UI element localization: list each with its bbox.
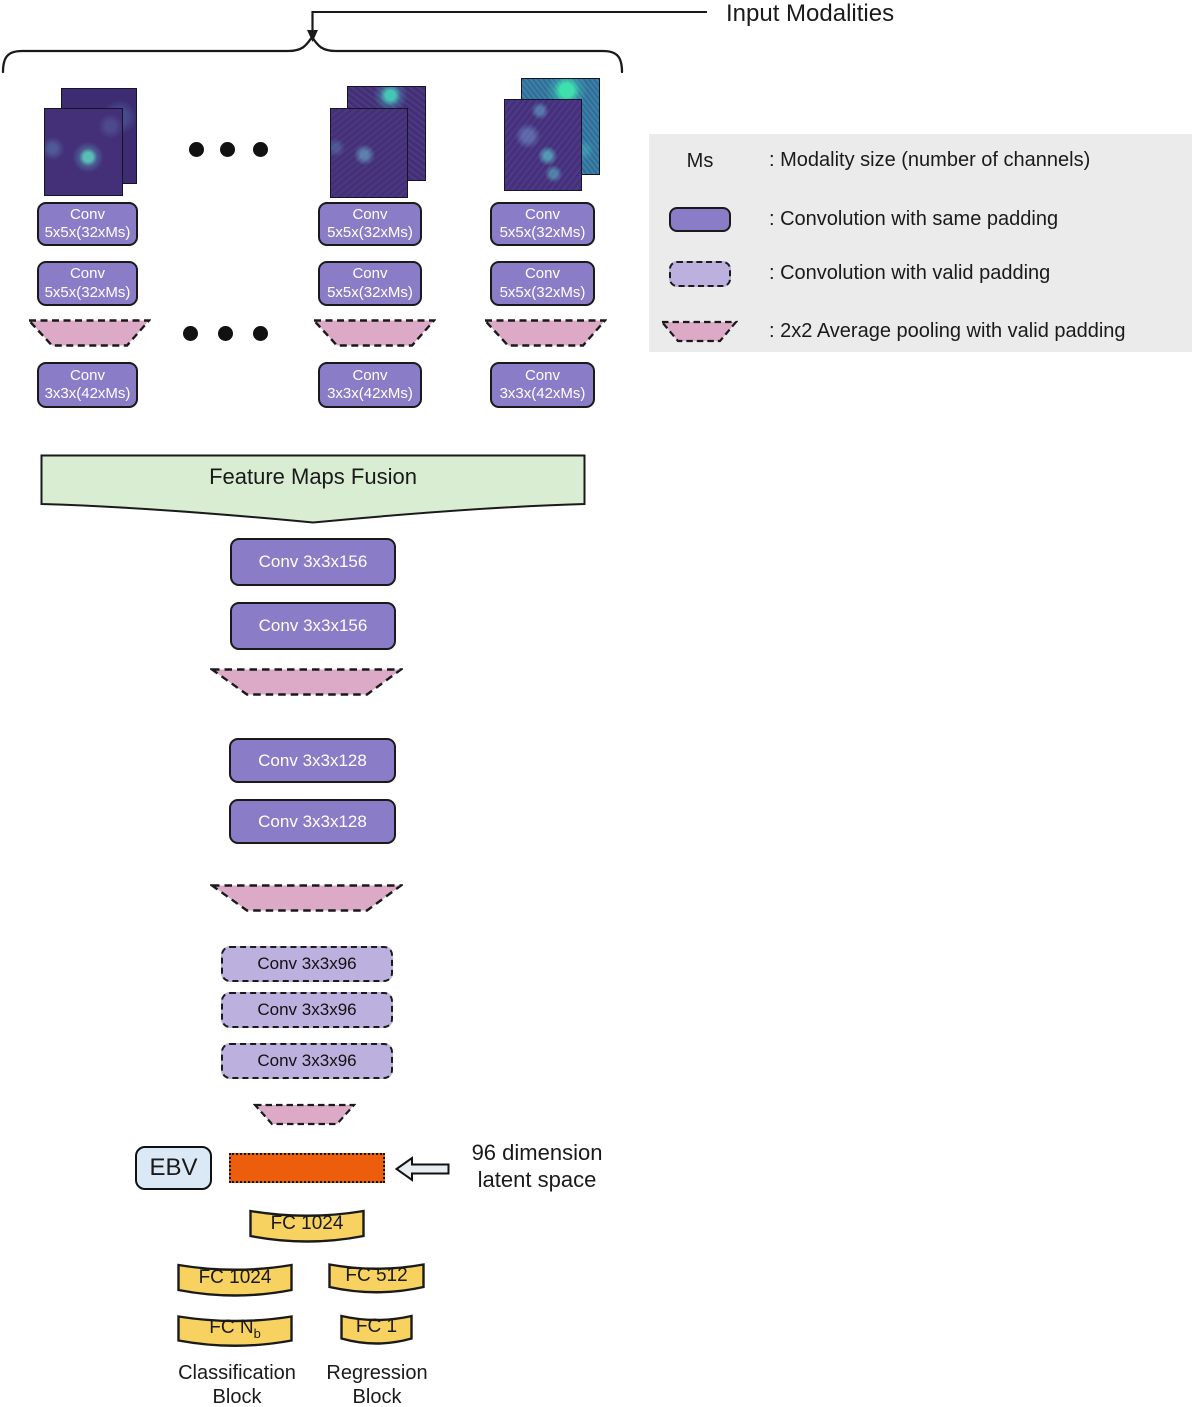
conv-label: Conv [352,205,388,223]
branch3-conv-3x3: Conv 3x3x(42xMs) [490,362,595,408]
ellipsis-dot [220,142,235,157]
ebv-box: EBV [135,1146,212,1190]
fc-reg1-shape [328,1263,425,1294]
fc-top-label: FC 1024 [270,1213,344,1234]
conv-size: 3x3x(42xMs) [44,385,131,402]
annotation-line [312,11,707,14]
conv-size: 3x3x(42xMs) [327,385,413,402]
conv-size: 3x3x(42xMs) [499,385,586,402]
regression-label-line2: Block [352,1386,402,1407]
trunk-conv156-2: Conv 3x3x156 [230,602,396,650]
conv-size: 5x5x(32xMs) [44,283,131,301]
ellipsis-dot [253,142,268,157]
fc-reg1-label: FC 512 [345,1265,408,1286]
branch3-conv-5x5-2: Conv 5x5x(32xMs) [490,261,595,306]
conv-size: 5x5x(32xMs) [499,224,586,241]
conv-label: Conv [352,366,388,384]
branch1-avg-pool [27,319,151,347]
conv-size: 5x5x(32xMs) [327,224,413,241]
trunk-avg-pool-1 [210,668,403,696]
branch2-conv-5x5-2: Conv 5x5x(32xMs) [318,261,422,306]
latent-annotation-line1: 96 dimension [471,1140,603,1165]
latent-vector [229,1153,385,1183]
regression-label-line1: Regression [326,1362,428,1384]
fc-nb-subscript: b [253,1325,261,1341]
fc-class2-shape [177,1315,293,1347]
legend-item-label: : Modality size (number of channels) [769,149,1091,171]
legend-item-label: : 2x2 Average pooling with valid padding [769,320,1126,342]
trunk-avg-pool-3 [253,1103,356,1126]
branch3-conv-5x5-1: Conv 5x5x(32xMs) [490,202,595,246]
modality1-image-front [44,108,123,196]
classification-block-label: Classification Block [162,1361,312,1407]
conv-label: Conv [69,366,105,384]
trunk-conv128-1: Conv 3x3x128 [229,738,396,783]
trunk-avg-pool-2 [210,884,403,912]
fc-top-shape [249,1209,365,1243]
conv-label: Conv [69,265,105,282]
ellipsis-dot [218,326,233,341]
trunk-conv96-1: Conv 3x3x96 [221,946,393,982]
fc-class2-label: FC Nb [177,1315,293,1343]
modality2-image-front [330,108,408,198]
legend-item-label: : Convolution with valid padding [769,262,1051,284]
branch1-conv-5x5-2: Conv 5x5x(32xMs) [37,261,138,306]
trunk-conv128-2: Conv 3x3x128 [229,799,396,844]
ellipsis-dot [189,142,204,157]
conv-label: Conv [524,366,560,384]
conv-label: Conv [352,265,388,282]
fc-class1-shape [177,1263,293,1297]
conv-size: 5x5x(32xMs) [327,283,413,301]
input-modalities-label: Input Modalities [726,0,895,27]
legend-item-label: : Convolution with same padding [769,208,1059,230]
fusion-label: Feature Maps Fusion [209,464,417,489]
conv-valid-swatch-icon [669,261,731,287]
modalities-brace-icon [1,34,624,74]
legend: Ms : Modality size (number of channels) … [649,134,1192,352]
ellipsis-dot [253,326,268,341]
trunk-conv156-1: Conv 3x3x156 [230,538,396,586]
branch1-conv-3x3: Conv 3x3x(42xMs) [37,362,138,408]
conv-same-swatch-icon [669,207,731,232]
conv-size: 5x5x(32xMs) [499,283,586,301]
branch3-avg-pool [483,319,607,347]
fc-class1-label: FC 1024 [198,1267,272,1288]
fc-reg2-label: FC 1 [355,1316,398,1337]
conv-label: Conv [524,205,560,223]
trunk-conv96-2: Conv 3x3x96 [221,992,393,1028]
branch1-conv-5x5-1: Conv 5x5x(32xMs) [37,202,138,246]
legend-ms-symbol: Ms [686,149,714,172]
fc-reg2-shape [340,1314,413,1345]
regression-block-label: Regression Block [307,1361,447,1407]
conv-label: Conv [69,205,105,223]
branch2-conv-3x3: Conv 3x3x(42xMs) [318,362,422,408]
modality3-image-front [504,99,582,191]
fusion-banner [40,454,586,524]
branch2-avg-pool [312,319,436,347]
conv-size: 5x5x(32xMs) [44,224,131,241]
branch2-conv-5x5-1: Conv 5x5x(32xMs) [318,202,422,246]
classification-label-line1: Classification [178,1362,296,1384]
latent-annotation-line2: latent space [477,1167,597,1192]
avg-pool-swatch-icon [660,320,738,343]
left-arrow-icon [395,1156,450,1182]
trunk-conv96-3: Conv 3x3x96 [221,1043,393,1079]
fc-nb-base: FC N [209,1317,254,1339]
conv-label: Conv [524,265,560,282]
classification-label-line2: Block [212,1386,262,1407]
ellipsis-dot [183,326,198,341]
latent-annotation: 96 dimension latent space [462,1139,612,1193]
